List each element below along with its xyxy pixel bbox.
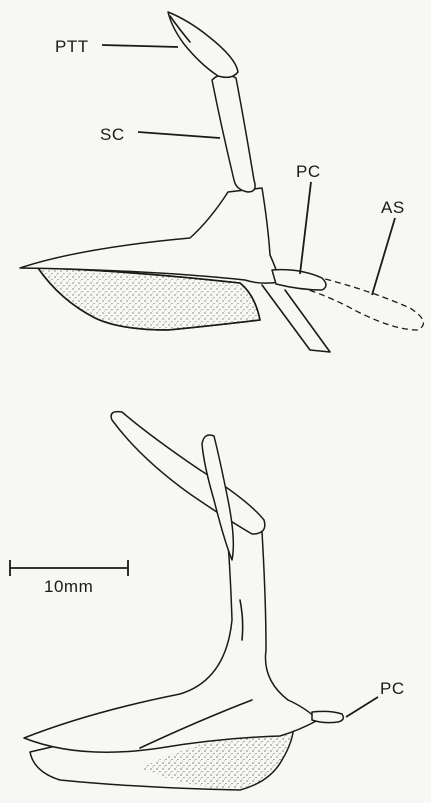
leader-ptt xyxy=(102,45,178,47)
scale-bar-label: 10mm xyxy=(44,577,93,596)
label-sc: SC xyxy=(100,125,125,144)
lower-main-body xyxy=(24,520,318,752)
leader-as xyxy=(372,218,395,295)
upper-pc-process xyxy=(272,270,326,290)
leader-pc-top xyxy=(300,182,311,274)
upper-main-body xyxy=(20,188,280,283)
upper-specimen xyxy=(20,12,423,352)
lower-rod xyxy=(111,412,265,534)
upper-tip xyxy=(168,12,238,77)
upper-rod xyxy=(262,285,330,352)
label-pc-top: PC xyxy=(296,162,321,181)
lower-specimen xyxy=(24,412,343,790)
label-ptt: PTT xyxy=(55,37,89,56)
lower-pc-process xyxy=(312,711,343,722)
leader-pc-bottom xyxy=(346,697,378,717)
scale-bar: 10mm xyxy=(10,560,128,596)
upper-shaft xyxy=(212,74,255,192)
label-pc-bottom: PC xyxy=(380,679,405,698)
leader-sc xyxy=(138,132,220,138)
label-as: AS xyxy=(381,198,405,217)
